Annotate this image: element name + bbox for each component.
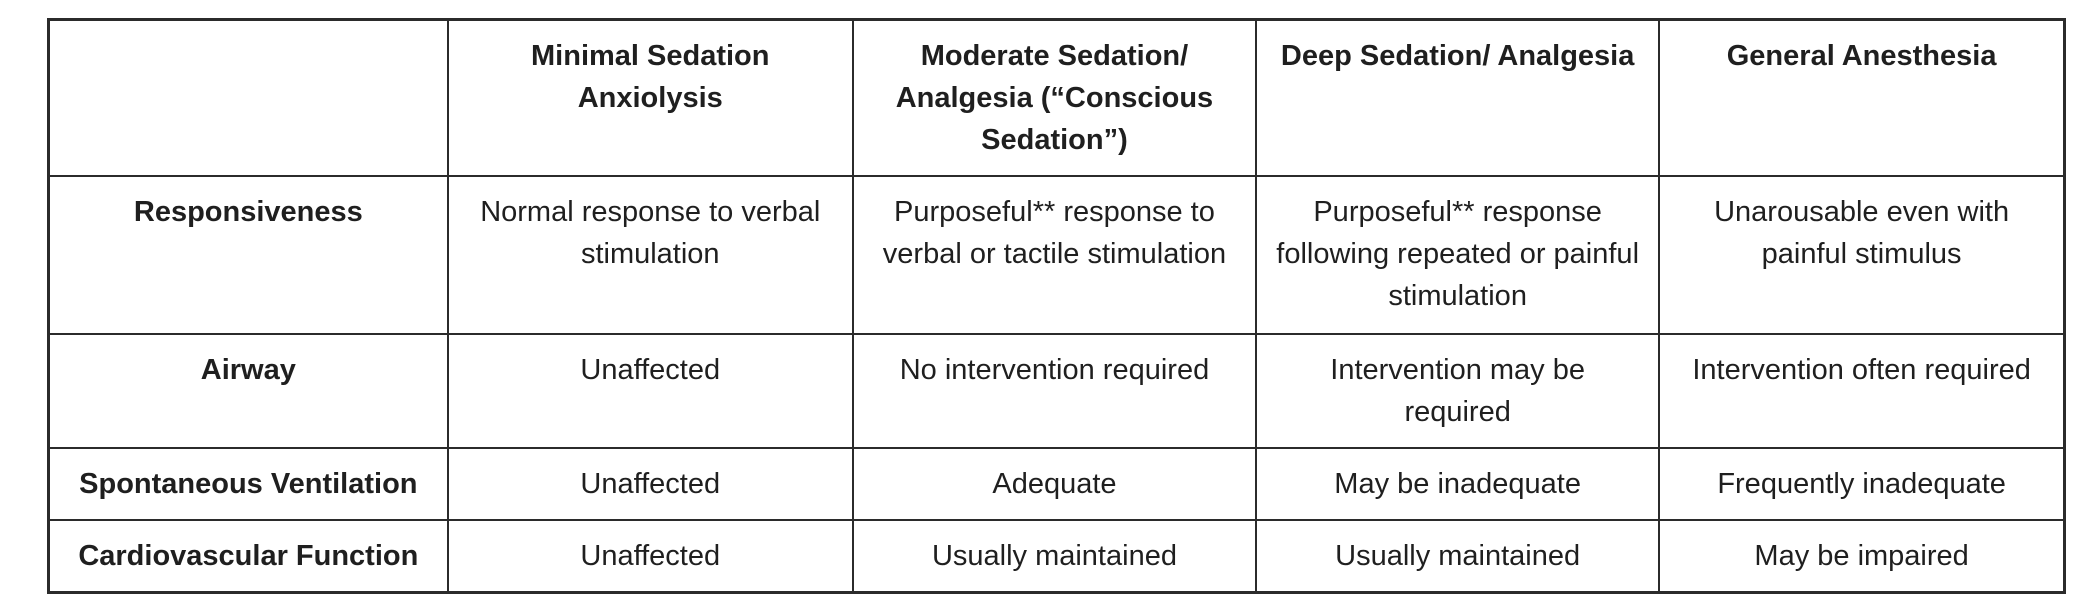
data-cell: Intervention often required — [1658, 333, 2066, 450]
sedation-levels-table: Minimal Sedation Anxiolysis Moderate Sed… — [47, 18, 2066, 595]
data-cell: Adequate — [851, 447, 1258, 522]
header-cell-deep-sedation: Deep Sedation/ Analgesia — [1255, 18, 1661, 178]
header-row: Minimal Sedation Anxiolysis Moderate Sed… — [47, 18, 2066, 178]
table-row-cardiovascular-function: Cardiovascular Function Unaffected Usual… — [47, 519, 2066, 594]
data-cell: Intervention may be required — [1255, 333, 1661, 450]
data-cell: May be impaired — [1658, 519, 2066, 594]
data-cell: Unaffected — [446, 333, 854, 450]
header-cell-empty — [47, 18, 449, 178]
data-cell: Frequently inadequate — [1658, 447, 2066, 522]
data-cell: May be inadequate — [1255, 447, 1661, 522]
header-cell-minimal-sedation: Minimal Sedation Anxiolysis — [446, 18, 854, 178]
header-cell-moderate-sedation: Moderate Sedation/ Analgesia (“Conscious… — [851, 18, 1258, 178]
data-cell: No intervention required — [851, 333, 1258, 450]
data-cell: Unaffected — [446, 447, 854, 522]
data-cell: Unarousable even with painful stimulus — [1658, 175, 2066, 336]
data-cell: Usually maintained — [1255, 519, 1661, 594]
row-label-responsiveness: Responsiveness — [47, 175, 449, 336]
row-label-cardiovascular-function: Cardiovascular Function — [47, 519, 449, 594]
table-row-spontaneous-ventilation: Spontaneous Ventilation Unaffected Adequ… — [47, 447, 2066, 522]
table-row-responsiveness: Responsiveness Normal response to verbal… — [47, 175, 2066, 336]
header-cell-general-anesthesia: General Anesthesia — [1658, 18, 2066, 178]
data-cell: Purposeful** response following repeated… — [1255, 175, 1661, 336]
data-cell: Normal response to verbal stimulation — [446, 175, 854, 336]
data-cell: Usually maintained — [851, 519, 1258, 594]
data-cell: Purposeful** response to verbal or tacti… — [851, 175, 1258, 336]
table-row-airway: Airway Unaffected No intervention requir… — [47, 333, 2066, 450]
data-cell: Unaffected — [446, 519, 854, 594]
row-label-spontaneous-ventilation: Spontaneous Ventilation — [47, 447, 449, 522]
row-label-airway: Airway — [47, 333, 449, 450]
